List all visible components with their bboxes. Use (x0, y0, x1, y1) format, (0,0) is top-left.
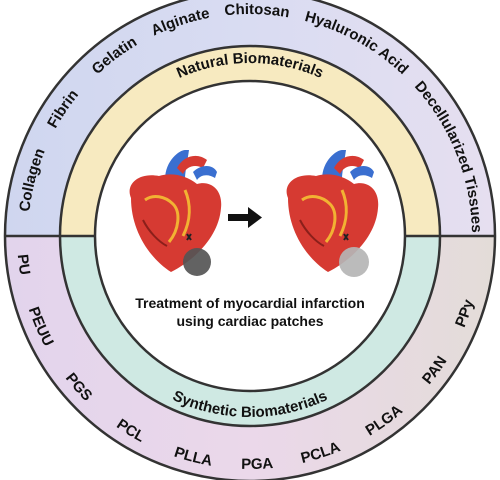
caption-line-1: Treatment of myocardial infarction (135, 295, 365, 311)
heart-infarcted-icon (129, 150, 222, 276)
treatment-arrow-icon (228, 207, 262, 228)
synthetic-item-pu: PU (14, 253, 33, 276)
natural-item-chitosan: Chitosan (224, 1, 291, 21)
caption-line-2: using cardiac patches (176, 313, 323, 329)
heart-patched-icon (286, 150, 379, 277)
synthetic-item-pga: PGA (241, 455, 274, 473)
